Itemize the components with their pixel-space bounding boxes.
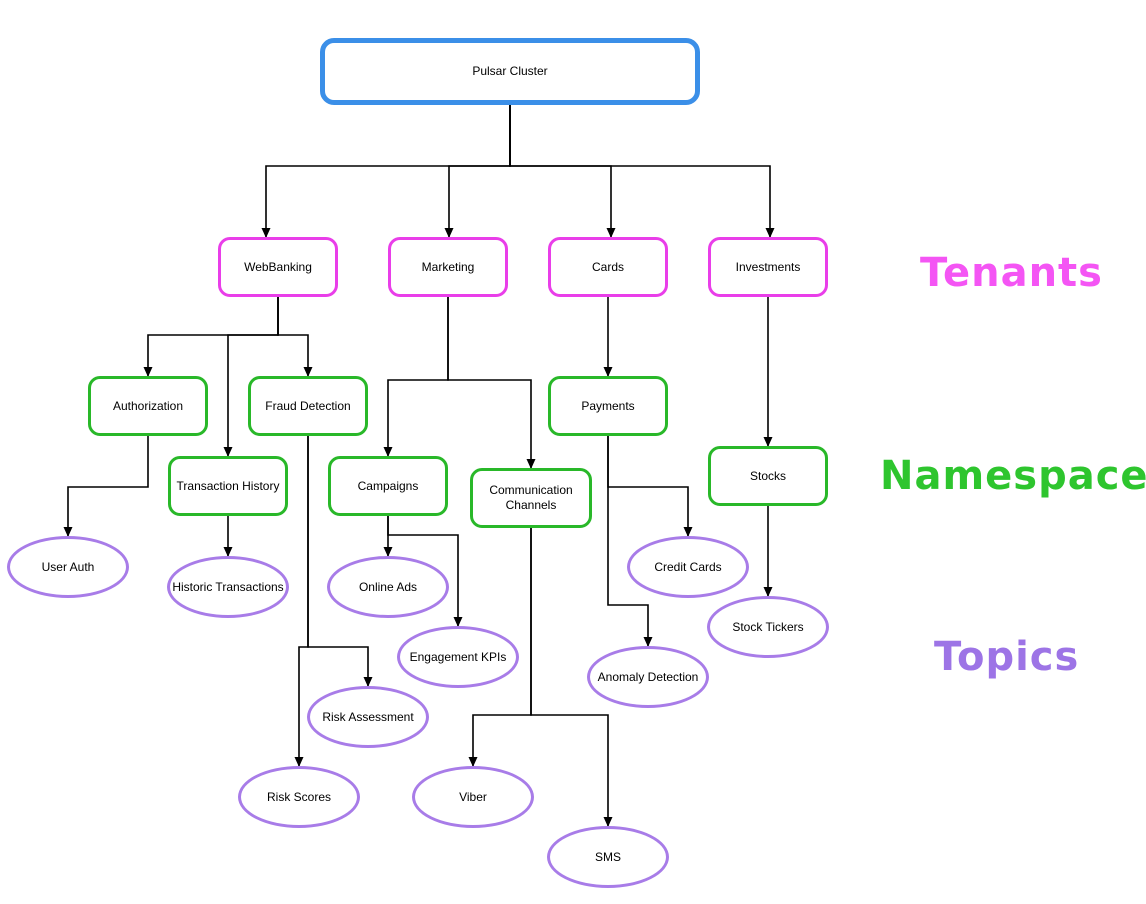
- node-label: Online Ads: [358, 579, 418, 594]
- node-label: Fraud Detection: [265, 398, 351, 413]
- node-engagement-kpis: Engagement KPIs: [397, 626, 519, 688]
- node-credit-cards: Credit Cards: [627, 536, 749, 598]
- node-fraud-detection: Fraud Detection: [248, 376, 368, 436]
- node-risk-scores: Risk Scores: [238, 766, 360, 828]
- node-viber: Viber: [412, 766, 534, 828]
- node-authorization: Authorization: [88, 376, 208, 436]
- node-label: Campaigns: [357, 478, 419, 493]
- node-label: Risk Scores: [266, 789, 331, 804]
- edge-webbanking-to-authorization: [143, 297, 279, 377]
- node-pulsar-cluster: Pulsar Cluster: [320, 38, 700, 105]
- node-risk-assessment: Risk Assessment: [307, 686, 429, 748]
- node-label: Credit Cards: [654, 559, 722, 574]
- node-historic-transactions: Historic Transactions: [167, 556, 289, 618]
- edge-pulsar-cluster-to-webbanking: [261, 105, 511, 238]
- edge-authorization-to-user-auth: [63, 436, 149, 537]
- edge-pulsar-cluster-to-cards: [509, 105, 616, 238]
- legend-topics-label: Topics: [934, 634, 1080, 680]
- node-investments: Investments: [708, 237, 828, 297]
- edge-fraud-detection-to-risk-scores: [294, 436, 309, 767]
- node-label: Stock Tickers: [732, 619, 804, 634]
- node-user-auth: User Auth: [7, 536, 129, 598]
- node-label: Historic Transactions: [172, 579, 284, 594]
- node-stock-tickers: Stock Tickers: [707, 596, 829, 658]
- node-label: Anomaly Detection: [597, 669, 699, 684]
- edge-webbanking-to-fraud-detection: [277, 297, 313, 377]
- node-label: Payments: [581, 398, 635, 413]
- node-label: Communication Channels: [489, 483, 573, 512]
- legend-tenants-label: Tenants: [920, 250, 1103, 296]
- edge-payments-to-anomaly-detection: [607, 436, 653, 647]
- node-label: Pulsar Cluster: [472, 64, 548, 78]
- node-label: Risk Assessment: [322, 709, 414, 724]
- edge-marketing-to-campaigns: [383, 297, 449, 457]
- edge-campaigns-to-engagement-kpis: [387, 516, 463, 627]
- node-sms: SMS: [547, 826, 669, 888]
- node-label: Investments: [735, 259, 801, 274]
- node-marketing: Marketing: [388, 237, 508, 297]
- node-label: SMS: [594, 849, 621, 864]
- node-webbanking: WebBanking: [218, 237, 338, 297]
- node-label: Transaction History: [176, 478, 280, 493]
- node-transaction-history: Transaction History: [168, 456, 288, 516]
- node-label: Engagement KPIs: [409, 649, 507, 664]
- node-campaigns: Campaigns: [328, 456, 448, 516]
- node-online-ads: Online Ads: [327, 556, 449, 618]
- node-label: Authorization: [112, 398, 184, 413]
- node-label: Marketing: [421, 259, 475, 274]
- node-stocks: Stocks: [708, 446, 828, 506]
- node-label: Stocks: [749, 468, 786, 483]
- edge-pulsar-cluster-to-marketing: [444, 105, 511, 238]
- node-label: Cards: [591, 259, 624, 274]
- node-cards: Cards: [548, 237, 668, 297]
- edge-marketing-to-communication-channels: [447, 297, 536, 469]
- node-communication-channels: Communication Channels: [470, 468, 592, 528]
- node-payments: Payments: [548, 376, 668, 436]
- edge-communication-channels-to-sms: [530, 528, 613, 827]
- node-anomaly-detection: Anomaly Detection: [587, 646, 709, 708]
- node-label: Viber: [459, 789, 487, 804]
- edge-payments-to-credit-cards: [607, 436, 693, 537]
- node-label: User Auth: [41, 559, 95, 574]
- legend-namespaces-label: Namespaces: [880, 453, 1146, 499]
- edge-pulsar-cluster-to-investments: [509, 105, 775, 238]
- node-label: WebBanking: [244, 259, 312, 274]
